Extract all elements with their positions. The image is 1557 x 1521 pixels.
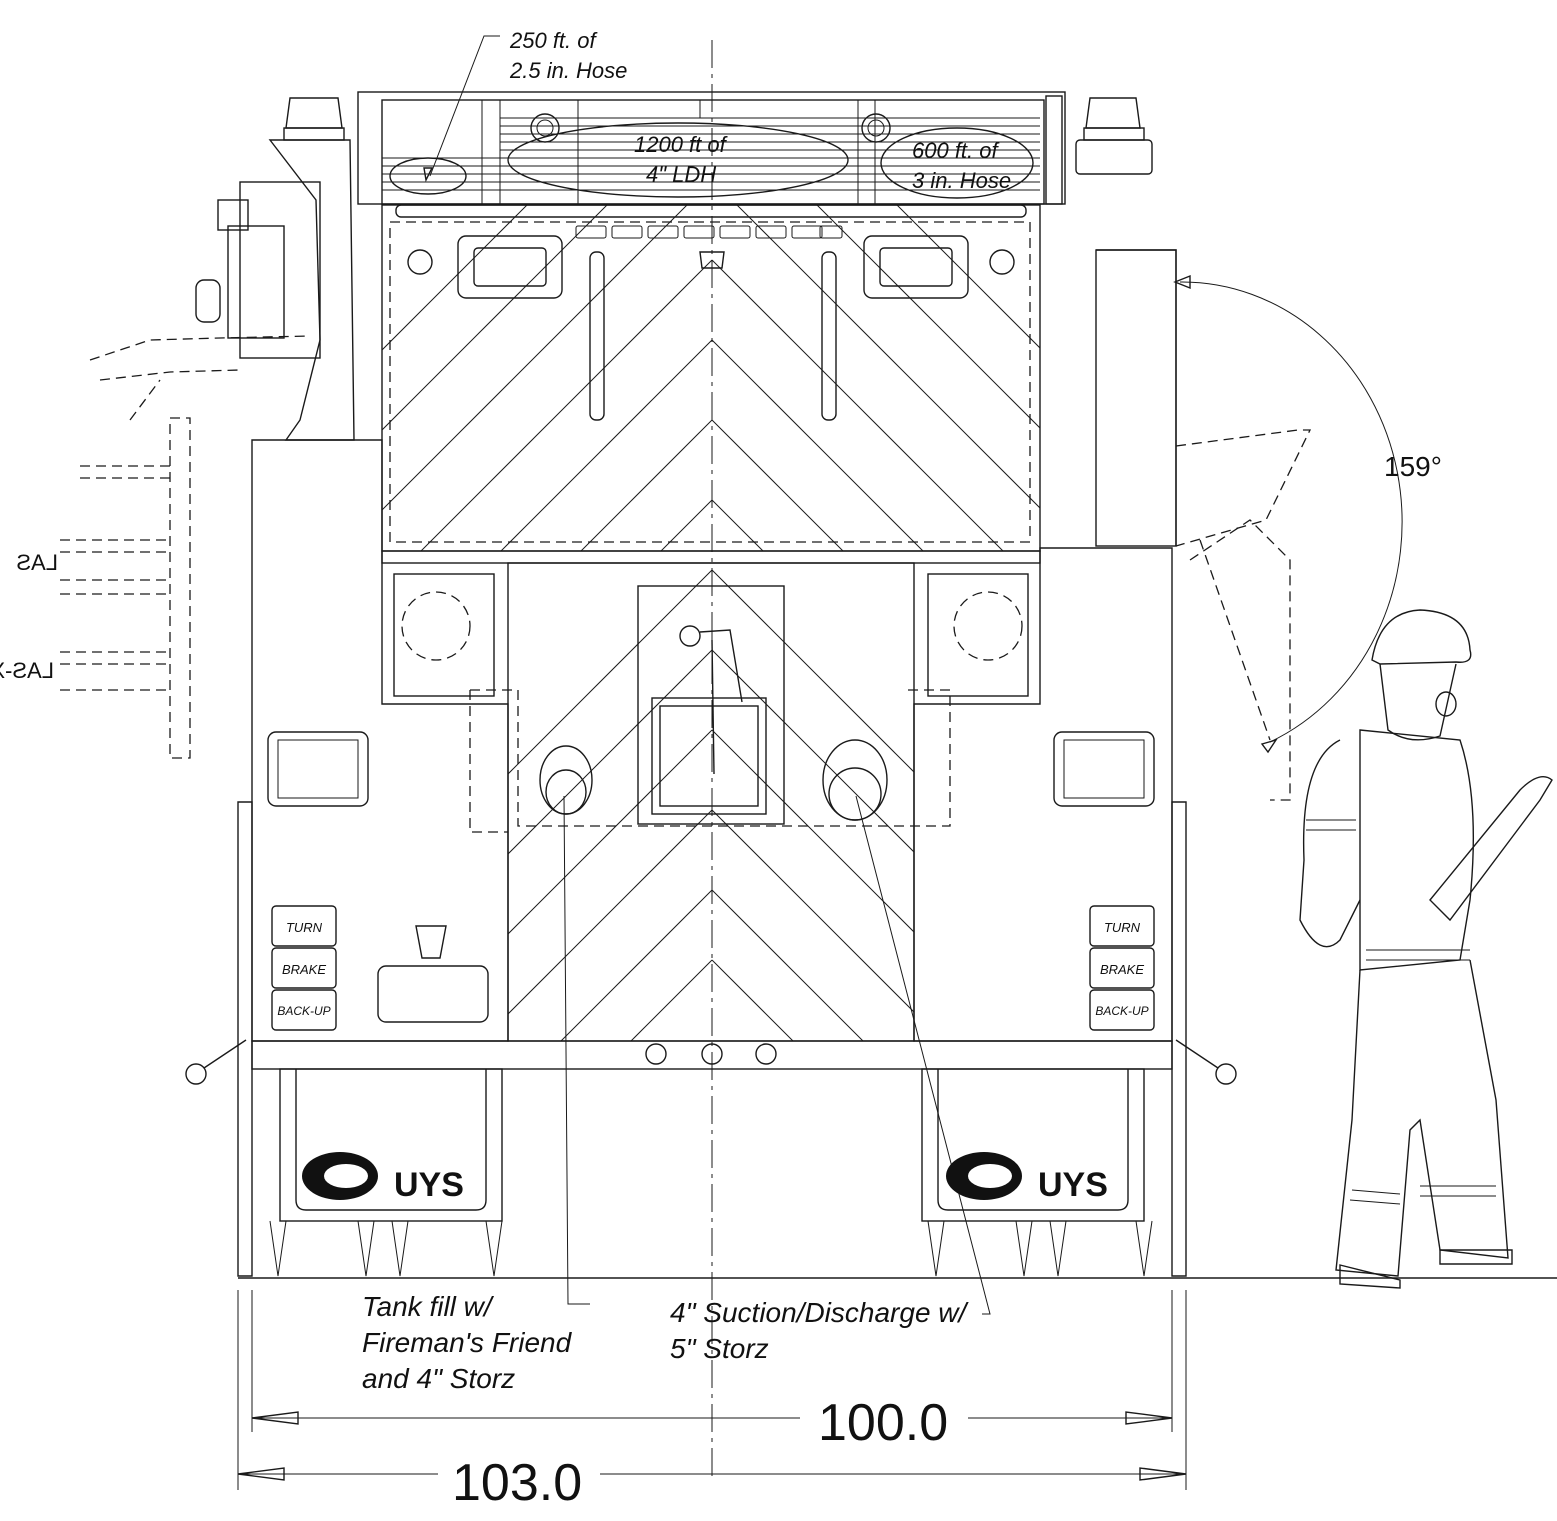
mud-flap-right <box>921 1068 1153 1277</box>
callout-suction: 4" Suction/Discharge w/ 5" Storz <box>670 1297 970 1364</box>
upper-rear-panel <box>381 204 1041 552</box>
svg-text:250 ft. of: 250 ft. of <box>509 28 599 53</box>
svg-text:TURN: TURN <box>286 920 323 935</box>
svg-text:Tank fill w/: Tank fill w/ <box>362 1291 495 1322</box>
mud-flap-left <box>269 1068 503 1277</box>
svg-text:4" LDH: 4" LDH <box>646 162 716 187</box>
door-angle-label: 159° <box>1384 451 1442 482</box>
svg-text:1200 ft of: 1200 ft of <box>634 132 729 157</box>
svg-text:BACK-UP: BACK-UP <box>1095 1004 1148 1018</box>
dimension-inner-width: 100.0 <box>818 1394 948 1452</box>
svg-text:4" Suction/Discharge w/: 4" Suction/Discharge w/ <box>670 1297 970 1328</box>
beacon-left <box>283 97 345 141</box>
hose-bed <box>357 91 1066 218</box>
svg-text:5" Storz: 5" Storz <box>670 1333 769 1364</box>
beacon-right <box>1075 97 1153 175</box>
callout-leaders <box>423 35 991 1315</box>
svg-text:UYS: UYS <box>394 1166 464 1204</box>
lower-body <box>185 439 1237 1277</box>
callout-tank-fill: Tank fill w/ Fireman's Friend and 4" Sto… <box>362 1291 573 1394</box>
ladder-label-las-x: LAS-X <box>0 658 54 683</box>
ladder-label-las: LAS <box>16 550 58 575</box>
logo-4guys-left: UYS <box>302 1152 464 1204</box>
dimension-lines <box>237 1290 1187 1490</box>
svg-text:2.5 in. Hose: 2.5 in. Hose <box>509 58 627 83</box>
svg-text:3 in. Hose: 3 in. Hose <box>912 168 1011 193</box>
svg-text:and 4" Storz: and 4" Storz <box>362 1363 515 1394</box>
left-ladder-mount <box>60 139 355 759</box>
svg-text:BRAKE: BRAKE <box>1100 962 1144 977</box>
dimension-outer-width: 103.0 <box>452 1454 582 1512</box>
svg-text:BRAKE: BRAKE <box>282 962 326 977</box>
svg-text:TURN: TURN <box>1104 920 1141 935</box>
firefighter-figure <box>1299 609 1553 1289</box>
logo-4guys-right: UYS <box>946 1152 1108 1204</box>
light-panel-left: TURN BRAKE BACK-UP <box>271 905 337 1031</box>
light-panel-right: TURN BRAKE BACK-UP <box>1089 905 1155 1031</box>
callout-ldh: 1200 ft of 4" LDH <box>634 132 729 187</box>
svg-text:BACK-UP: BACK-UP <box>277 1004 330 1018</box>
svg-text:UYS: UYS <box>1038 1166 1108 1204</box>
svg-text:600 ft. of: 600 ft. of <box>912 138 1001 163</box>
callout-hose-3: 600 ft. of 3 in. Hose <box>912 138 1011 193</box>
svg-text:Fireman's Friend: Fireman's Friend <box>362 1327 573 1358</box>
right-compartment-door <box>1095 249 1403 801</box>
callout-hose-25: 250 ft. of 2.5 in. Hose <box>509 28 627 83</box>
